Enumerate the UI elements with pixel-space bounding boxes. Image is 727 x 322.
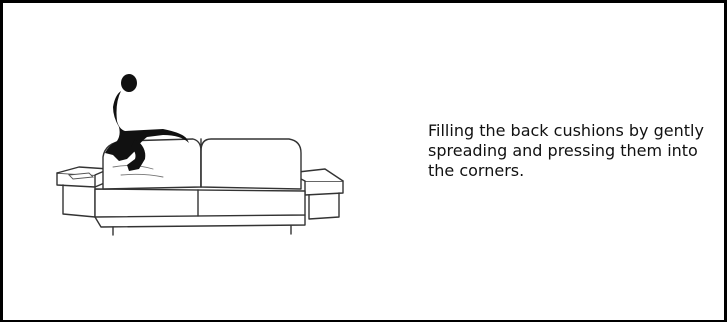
back-cushion-right	[201, 139, 301, 189]
sofa-cushion-illustration	[43, 69, 363, 249]
right-armrest	[305, 181, 343, 195]
sofa-seat	[95, 189, 305, 217]
instruction-caption: Filling the back cushions by gently spre…	[428, 121, 708, 181]
